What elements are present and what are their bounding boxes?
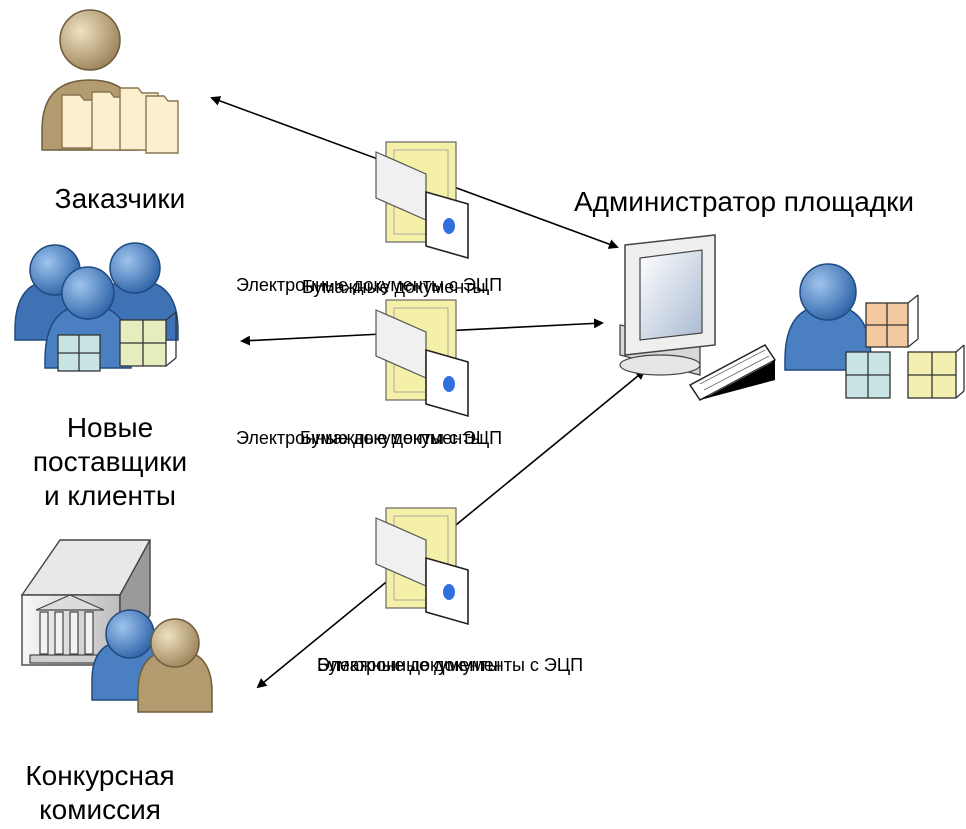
caption-text: Электронные документы с ЭЦП — [317, 655, 584, 675]
new-suppliers-label-line: и клиенты — [44, 480, 176, 511]
customers-label-text: Заказчики — [54, 183, 186, 214]
caption-text: Бумажные документы — [302, 277, 486, 297]
admin-workstation-icon — [619, 234, 965, 401]
caption-text: Электронные документы с ЭЦП — [236, 275, 503, 295]
commission-label-line: комиссия — [39, 794, 161, 825]
flow-caption-paper: Бумажные документы — [302, 276, 485, 298]
new-suppliers-label: Новые поставщики и клиенты — [10, 411, 210, 513]
caption-text: Бумажные документы — [317, 655, 501, 675]
commission-label: Конкурсная комиссия — [0, 759, 200, 827]
signed-document-icon — [375, 141, 469, 260]
commission-label-line: Конкурсная — [25, 760, 175, 791]
flow-caption-paper: Бумажные документы — [317, 654, 500, 676]
flow-caption-electronic: Электронные документы с ЭЦП — [236, 274, 502, 296]
admin-label-text: Администратор площадки — [574, 186, 915, 217]
flow-caption-electronic: Электронные документы с ЭЦП — [317, 654, 583, 676]
new-suppliers-label-line: Новые — [66, 412, 154, 443]
customers-label: Заказчики — [30, 182, 210, 216]
box-icon — [845, 294, 965, 399]
keyboard-icon — [688, 344, 777, 401]
computer-icon — [619, 234, 716, 376]
new-suppliers-icon — [14, 242, 179, 372]
customers-icon — [41, 9, 179, 154]
caption-text: Бумажные документы — [300, 428, 484, 448]
flow-caption-electronic: Электронные документы с ЭЦП — [236, 427, 502, 449]
commission-icon — [20, 539, 213, 713]
new-suppliers-label-line: поставщики — [32, 446, 188, 477]
signed-document-icon — [375, 507, 469, 626]
flow-caption-paper: Бумажные документы — [300, 427, 483, 449]
caption-text: Электронные документы с ЭЦП — [236, 428, 503, 448]
folder-icon — [61, 87, 179, 154]
signed-document-icon — [375, 299, 469, 418]
admin-label: Администратор площадки — [574, 185, 964, 219]
box-icon — [57, 311, 177, 372]
person-tan-icon — [137, 618, 213, 713]
